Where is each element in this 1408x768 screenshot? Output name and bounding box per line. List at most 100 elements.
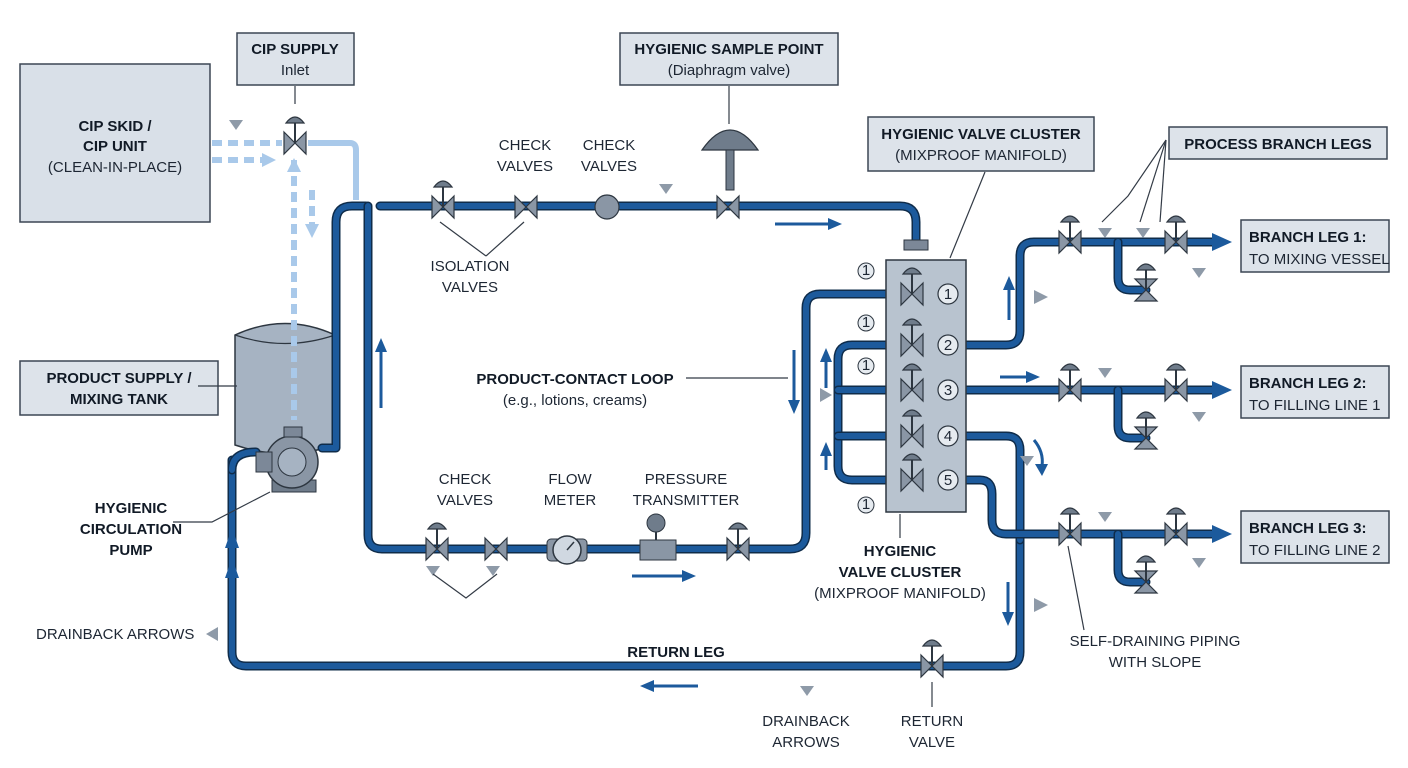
leader-lines bbox=[173, 86, 1167, 707]
mixproof-manifold bbox=[885, 239, 967, 513]
sample-point-title: HYGIENIC SAMPLE POINT bbox=[634, 41, 823, 58]
product-loop-sub: (e.g., lotions, creams) bbox=[503, 392, 647, 409]
manifold-port-label: 1 bbox=[944, 286, 952, 303]
drain-valve-icon bbox=[1133, 263, 1159, 302]
branch-leg-2-sub: TO FILLING LINE 1 bbox=[1249, 397, 1380, 414]
pump-line-1: HYGIENIC bbox=[95, 500, 168, 517]
pressure-transmitter-line-2: TRANSMITTER bbox=[633, 492, 740, 509]
flow-meter bbox=[546, 535, 588, 565]
cip-skid-line-1: CIP SKID / bbox=[78, 118, 152, 135]
product-tank-label: PRODUCT SUPPLY / MIXING TANK bbox=[19, 360, 219, 416]
branch-leg-1-sub: TO MIXING VESSEL bbox=[1249, 251, 1390, 268]
self-draining-line-2: WITH SLOPE bbox=[1109, 654, 1202, 671]
product-loop-title: PRODUCT-CONTACT LOOP bbox=[476, 371, 673, 388]
valve-cluster-top-label: HYGIENIC VALVE CLUSTER (MIXPROOF MANIFOL… bbox=[867, 116, 1095, 172]
drain-valve-icon bbox=[1133, 411, 1159, 450]
manifold-port-label: 5 bbox=[944, 472, 952, 489]
manifold-valve-icon bbox=[900, 318, 924, 358]
branch-leg-1-label: BRANCH LEG 1: TO MIXING VESSEL bbox=[1240, 219, 1390, 273]
sample-valve-icon bbox=[716, 194, 740, 220]
drainback-bottom-line-1: DRAINBACK bbox=[762, 713, 850, 730]
branch-leg-3-sub: TO FILLING LINE 2 bbox=[1249, 542, 1380, 559]
branch-valve-icon bbox=[1058, 507, 1082, 547]
pressure-transmitter-line-1: PRESSURE bbox=[645, 471, 728, 488]
tag-marker: 1 bbox=[857, 357, 875, 375]
cip-supply-sub: Inlet bbox=[281, 62, 310, 79]
manifold-valve-icon bbox=[900, 267, 924, 307]
cip-skid-line-2: CIP UNIT bbox=[83, 138, 147, 155]
return-leg-label: RETURN LEG bbox=[627, 644, 725, 661]
product-tank-line-1: PRODUCT SUPPLY / bbox=[46, 370, 192, 387]
branch-leg-3-title: BRANCH LEG 3: bbox=[1249, 520, 1367, 537]
check-valve-icon bbox=[514, 194, 538, 220]
check-valves-bottom-line-2: VALVES bbox=[437, 492, 493, 509]
manifold-valve-icon bbox=[900, 453, 924, 493]
tag-label: 1 bbox=[862, 357, 870, 374]
flow-meter-line-1: FLOW bbox=[548, 471, 592, 488]
manifold-port-label: 3 bbox=[944, 382, 952, 399]
tag-marker: 1 bbox=[857, 496, 875, 514]
manifold-valve-icon bbox=[900, 409, 924, 449]
sample-valve-actuator bbox=[700, 129, 760, 191]
branch-arrowheads bbox=[1212, 233, 1232, 543]
manifold-port-number: 5 bbox=[937, 469, 959, 491]
product-tank-line-2: MIXING TANK bbox=[70, 391, 168, 408]
check-valves-top-2-line-2: VALVES bbox=[581, 158, 637, 175]
manifold-port-number: 3 bbox=[937, 379, 959, 401]
check-valve-ball bbox=[594, 194, 620, 220]
pump-line-2: CIRCULATION bbox=[80, 521, 182, 538]
branch-valve-icon bbox=[1164, 507, 1188, 547]
manifold-port-number: 4 bbox=[937, 425, 959, 447]
branch-valve-icon bbox=[1164, 215, 1188, 255]
cip-skid-line-3: (CLEAN-IN-PLACE) bbox=[48, 159, 182, 176]
branch-leg-2-label: BRANCH LEG 2: TO FILLING LINE 1 bbox=[1240, 365, 1390, 419]
tag-label: 1 bbox=[862, 496, 870, 513]
manifold-port-number: 1 bbox=[937, 283, 959, 305]
branch-leg-3-label: BRANCH LEG 3: TO FILLING LINE 2 bbox=[1240, 510, 1390, 564]
cip-supply-label: CIP SUPPLY Inlet bbox=[236, 32, 355, 86]
return-valve-icon bbox=[920, 639, 944, 679]
check-valves-top-1-line-1: CHECK bbox=[499, 137, 552, 154]
valve-cluster-bottom-line-3: (MIXPROOF MANIFOLD) bbox=[814, 585, 986, 602]
valve-cluster-top-sub: (MIXPROOF MANIFOLD) bbox=[895, 147, 1067, 164]
branch-valve-icon bbox=[1058, 363, 1082, 403]
drain-valve-icon bbox=[1133, 555, 1159, 594]
cip-skid-box: CIP SKID / CIP UNIT (CLEAN-IN-PLACE) bbox=[19, 63, 211, 223]
self-draining-line-1: SELF-DRAINING PIPING bbox=[1070, 633, 1241, 650]
branch-valve-icon bbox=[1164, 363, 1188, 403]
text-labels: CHECK VALVES CHECK VALVES ISOLATION VALV… bbox=[36, 137, 1240, 751]
tag-label: 1 bbox=[862, 262, 870, 279]
manifold-port-label: 2 bbox=[944, 337, 952, 354]
check-valves-top-1-line-2: VALVES bbox=[497, 158, 553, 175]
valve-cluster-bottom-line-1: HYGIENIC bbox=[864, 543, 937, 560]
pressure-transmitter bbox=[639, 513, 677, 561]
tag-marker: 1 bbox=[857, 314, 875, 332]
isolation-valve-icon bbox=[431, 180, 455, 220]
cip-inlet-valve-icon bbox=[283, 116, 307, 156]
manifold-port-number: 2 bbox=[937, 334, 959, 356]
cip-lines bbox=[212, 140, 359, 420]
check-valve-bottom-icon bbox=[484, 536, 508, 562]
valve-cluster-top-title: HYGIENIC VALVE CLUSTER bbox=[881, 126, 1081, 143]
manifold-valve-icon bbox=[900, 363, 924, 403]
flow-arrows bbox=[225, 218, 1048, 692]
valves bbox=[283, 116, 1188, 679]
loop-valve-icon bbox=[726, 522, 750, 562]
pipe-network bbox=[227, 201, 1220, 671]
tag-marker: 1 bbox=[857, 262, 875, 280]
isolation-valves-line-1: ISOLATION bbox=[431, 258, 510, 275]
valve-tags: 1 1 1 1 bbox=[857, 262, 875, 514]
cip-supply-title: CIP SUPPLY bbox=[251, 41, 339, 58]
sample-point-sub: (Diaphragm valve) bbox=[668, 62, 791, 79]
sample-point-label: HYGIENIC SAMPLE POINT (Diaphragm valve) bbox=[619, 32, 839, 86]
tag-label: 1 bbox=[862, 314, 870, 331]
drainback-markers bbox=[206, 120, 1206, 696]
circulation-pump bbox=[255, 426, 319, 493]
drainback-left-label: DRAINBACK ARROWS bbox=[36, 626, 194, 643]
check-valves-top-2-line-1: CHECK bbox=[583, 137, 636, 154]
branch-leg-1-title: BRANCH LEG 1: bbox=[1249, 229, 1367, 246]
manifold-valves: 1 2 3 4 5 bbox=[900, 267, 959, 493]
isolation-valves-line-2: VALVES bbox=[442, 279, 498, 296]
